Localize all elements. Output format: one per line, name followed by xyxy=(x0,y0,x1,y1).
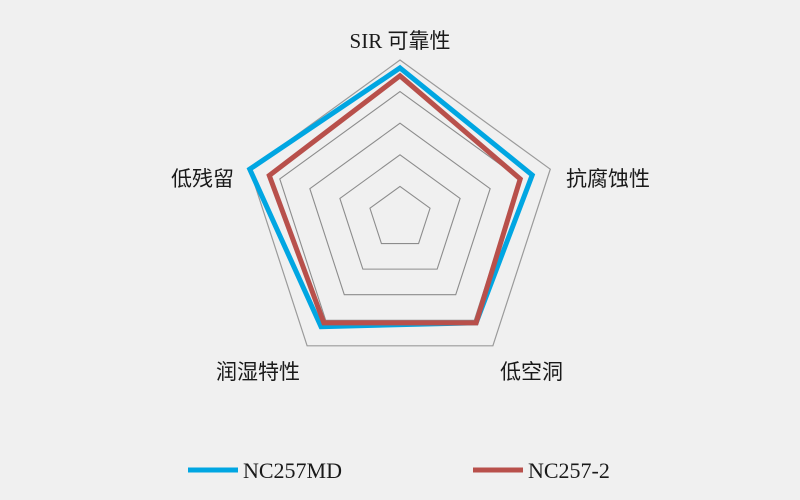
grid-ring-2 xyxy=(339,154,461,270)
axis-label-low-voiding: 低空洞 xyxy=(500,360,563,384)
chart-legend: NC257MD NC257-2 xyxy=(188,458,610,483)
grid-ring-1 xyxy=(369,185,431,245)
axis-label-corrosion-resistance: 抗腐蚀性 xyxy=(566,167,650,191)
series-polygon-nc257-2 xyxy=(266,72,524,326)
axis-label-wetting-property: 润湿特性 xyxy=(216,360,300,384)
legend-label-nc257md: NC257MD xyxy=(243,458,342,483)
axis-label-low-residue: 低残留 xyxy=(171,167,234,191)
radar-series-group xyxy=(246,64,536,330)
legend-label-nc257-2: NC257-2 xyxy=(528,458,610,483)
grid-ring-3 xyxy=(309,122,491,296)
axis-label-sir-reliability: SIR 可靠性 xyxy=(350,29,451,53)
